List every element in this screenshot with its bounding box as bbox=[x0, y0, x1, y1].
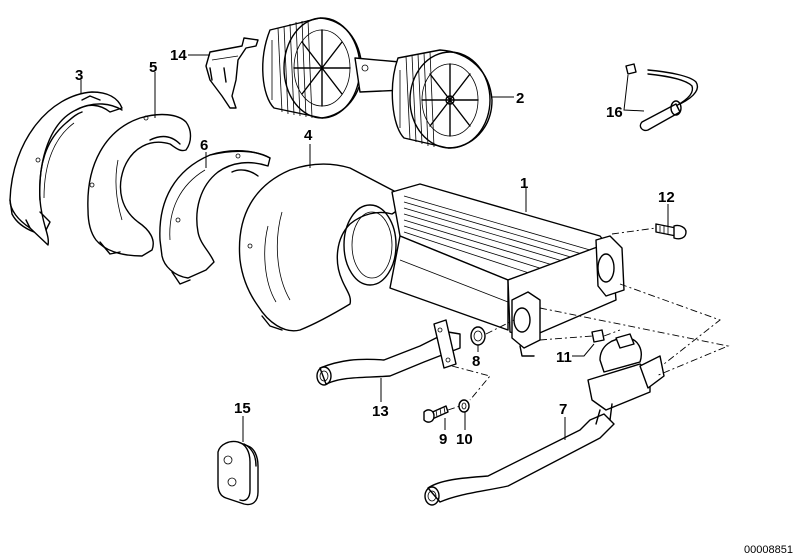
callout-12[interactable]: 12 bbox=[658, 189, 675, 206]
callout-7[interactable]: 7 bbox=[559, 401, 567, 418]
radiator-fins bbox=[403, 195, 591, 275]
part-8-gasket-ring[interactable] bbox=[470, 326, 486, 346]
part-14-retaining-clamp[interactable] bbox=[205, 37, 259, 109]
callout-1[interactable]: 1 bbox=[520, 175, 528, 192]
part-7-outlet-pipe[interactable] bbox=[424, 333, 665, 506]
part-15-grommet[interactable] bbox=[217, 440, 259, 506]
part-4-housing-main[interactable] bbox=[238, 163, 401, 332]
callout-5[interactable]: 5 bbox=[149, 59, 157, 76]
part-13-inlet-pipe[interactable] bbox=[316, 319, 461, 386]
callout-8[interactable]: 8 bbox=[472, 353, 480, 370]
callout-6[interactable]: 6 bbox=[200, 137, 208, 154]
part-9-hex-bolt[interactable] bbox=[423, 405, 449, 423]
callout-15[interactable]: 15 bbox=[234, 400, 251, 417]
callout-11[interactable]: 11 bbox=[556, 349, 572, 366]
callouts: 1 2 3 4 5 6 7 8 9 10 11 12 13 14 15 16 bbox=[75, 47, 675, 448]
part-12-fillister-screw[interactable] bbox=[655, 223, 687, 240]
callout-16[interactable]: 16 bbox=[606, 104, 623, 121]
fan-blades-left bbox=[271, 19, 313, 119]
callout-9[interactable]: 9 bbox=[439, 431, 447, 448]
callout-2[interactable]: 2 bbox=[516, 90, 524, 107]
callout-13[interactable]: 13 bbox=[372, 403, 389, 420]
diagram-reference-number: 00008851 bbox=[744, 544, 793, 556]
assembly-lines bbox=[447, 227, 730, 411]
part-1-heater-radiator[interactable] bbox=[389, 183, 625, 357]
part-16-temperature-sensor[interactable] bbox=[625, 63, 699, 132]
part-2-blower-motor[interactable] bbox=[262, 17, 493, 149]
callout-14[interactable]: 14 bbox=[170, 47, 187, 64]
part-11-clip-nut[interactable] bbox=[591, 329, 605, 343]
callout-3[interactable]: 3 bbox=[75, 67, 83, 84]
callout-10[interactable]: 10 bbox=[456, 431, 473, 448]
part-6-housing-shell[interactable] bbox=[159, 150, 271, 285]
part-3-housing-ring[interactable] bbox=[9, 91, 123, 246]
leader-lines bbox=[80, 54, 669, 442]
callout-4[interactable]: 4 bbox=[304, 127, 313, 144]
part-5-housing-half[interactable] bbox=[87, 113, 192, 257]
part-10-washer[interactable] bbox=[458, 399, 470, 413]
